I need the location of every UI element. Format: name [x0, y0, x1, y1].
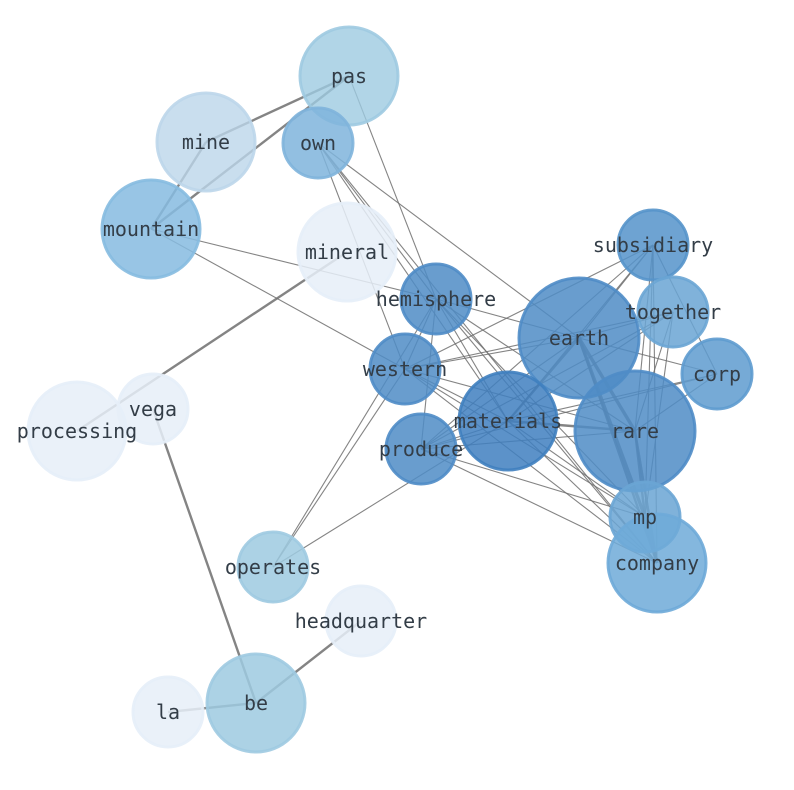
node-label-mountain: mountain — [103, 217, 199, 241]
node-label-rare: rare — [611, 419, 659, 443]
node-label-hemisphere: hemisphere — [376, 287, 496, 311]
node-label-earth: earth — [549, 326, 609, 350]
node-label-subsidiary: subsidiary — [593, 233, 713, 257]
node-label-headquarter: headquarter — [295, 609, 427, 633]
node-produce[interactable] — [384, 412, 458, 486]
node-corp[interactable] — [680, 337, 754, 411]
node-western[interactable] — [368, 332, 442, 406]
edge-vega-be — [151, 408, 258, 704]
node-company[interactable] — [606, 512, 708, 614]
node-la[interactable] — [131, 675, 205, 749]
edge-western-operates — [272, 368, 406, 568]
node-earth[interactable] — [517, 276, 641, 400]
node-label-pas: pas — [331, 64, 367, 88]
node-materials[interactable] — [457, 370, 559, 472]
node-label-together: together — [625, 300, 721, 324]
node-subsidiary[interactable] — [616, 208, 690, 282]
node-headquarter[interactable] — [324, 584, 398, 658]
node-label-western: western — [363, 357, 447, 381]
node-label-corp: corp — [693, 362, 741, 386]
node-label-produce: produce — [379, 437, 463, 461]
node-label-company: company — [615, 551, 699, 575]
node-label-be: be — [244, 691, 268, 715]
node-label-la: la — [156, 700, 180, 724]
node-label-operates: operates — [225, 555, 321, 579]
node-label-own: own — [300, 131, 336, 155]
node-layer — [26, 25, 754, 754]
node-be[interactable] — [205, 652, 307, 754]
node-label-mine: mine — [182, 130, 230, 154]
node-operates[interactable] — [236, 530, 310, 604]
node-processing[interactable] — [26, 380, 128, 482]
label-layer: pas mine own mountain mineral hemisphere subsi… — [17, 64, 741, 724]
node-mineral[interactable] — [296, 201, 398, 303]
node-together[interactable] — [636, 275, 710, 349]
node-mine[interactable] — [155, 91, 257, 193]
edge-produce-mp — [420, 448, 646, 518]
node-hemisphere[interactable] — [399, 262, 473, 336]
node-label-mp: mp — [633, 505, 657, 529]
node-own[interactable] — [281, 106, 355, 180]
node-label-mineral: mineral — [305, 240, 389, 264]
node-mountain[interactable] — [100, 178, 202, 280]
node-label-processing: processing — [17, 419, 137, 443]
node-label-vega: vega — [129, 397, 177, 421]
node-label-materials: materials — [454, 409, 562, 433]
